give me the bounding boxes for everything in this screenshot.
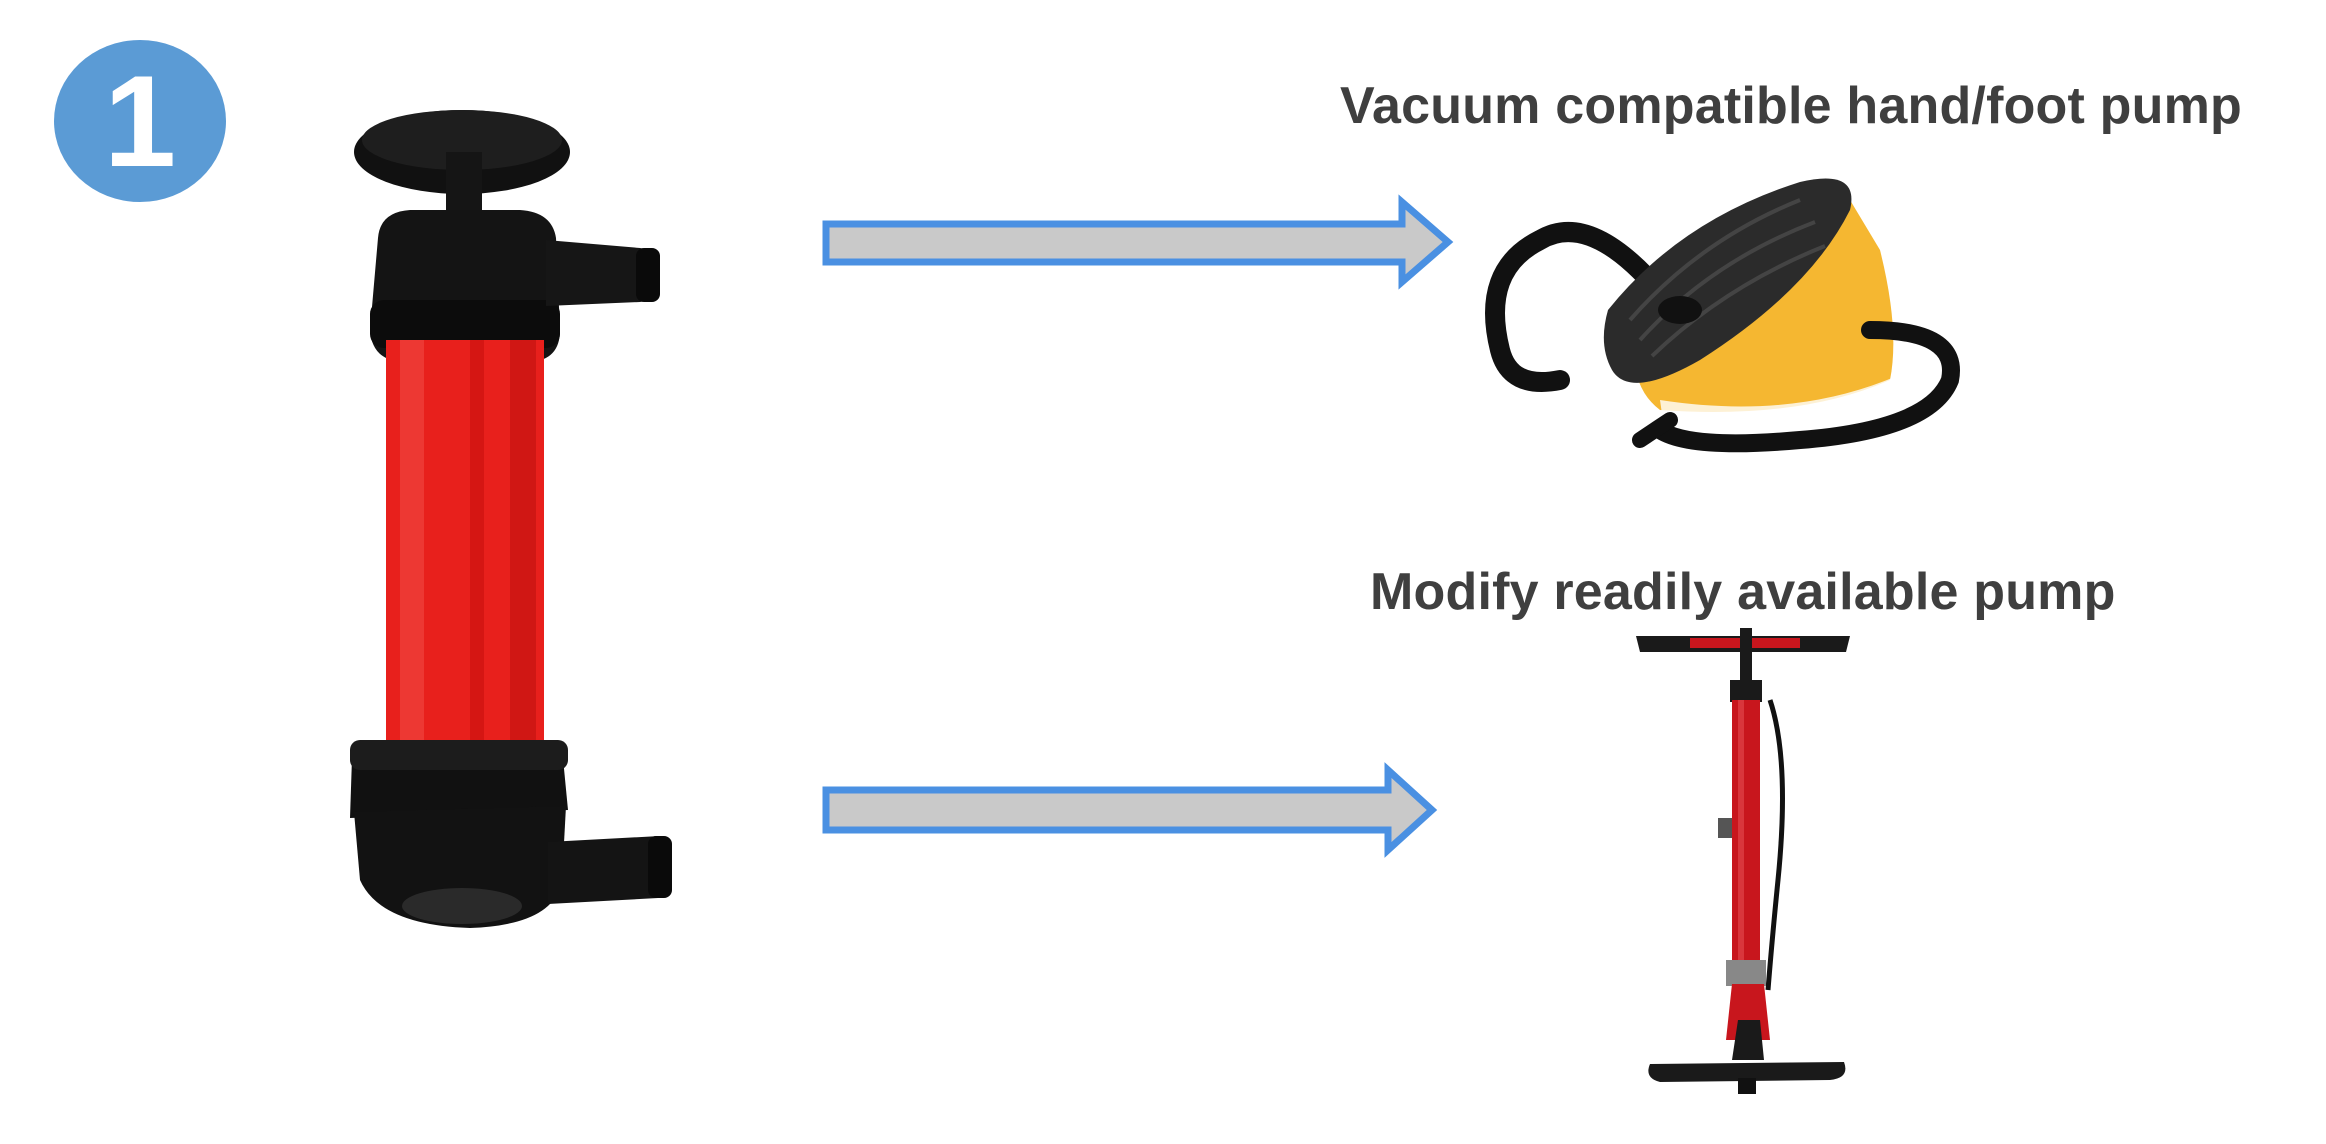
foot-pump-icon [1495,179,1951,444]
foot-pump-label: Vacuum compatible hand/foot pump [1340,76,2242,136]
floor-pump-label: Modify readily available pump [1370,562,2116,622]
floor-bike-pump-icon [1636,628,1850,1094]
arrow-to-floor-pump [826,770,1432,850]
arrow-to-foot-pump [826,202,1448,282]
siphon-hand-pump-icon [350,110,672,928]
